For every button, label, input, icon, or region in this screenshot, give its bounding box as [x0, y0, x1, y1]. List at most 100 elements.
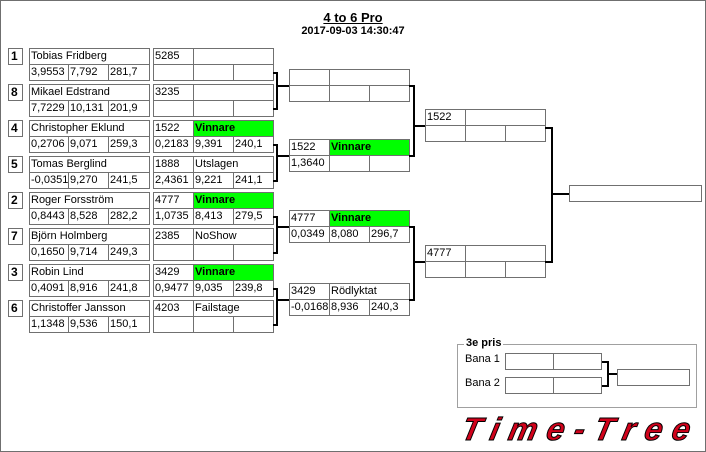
- heat-result-reaction: 2,4361: [153, 172, 194, 189]
- seed-number: 3: [8, 264, 23, 281]
- round2-reaction: [289, 85, 330, 102]
- heat-result-id[interactable]: 3429: [153, 264, 194, 281]
- round2-id[interactable]: 3429: [289, 283, 330, 300]
- heat-result-id[interactable]: 1522: [153, 120, 194, 137]
- round2-time: [329, 155, 370, 172]
- racer-reaction: 0,4091: [29, 280, 69, 297]
- round2-status[interactable]: [329, 69, 410, 86]
- round2-status[interactable]: Vinnare: [329, 139, 410, 156]
- racer-time: 8,916: [68, 280, 109, 297]
- heat-result-speed: [233, 64, 274, 81]
- heat-result-status[interactable]: NoShow: [193, 228, 274, 245]
- heat-result-status[interactable]: Vinnare: [193, 120, 274, 137]
- heat-result-id[interactable]: 3235: [153, 84, 194, 101]
- round2-reaction: -0,0168: [289, 299, 330, 316]
- round3-id[interactable]: 1522: [425, 109, 466, 126]
- round2-status[interactable]: Vinnare: [329, 210, 410, 227]
- heat-result-time: 8,413: [193, 208, 234, 225]
- bracket-line: [276, 72, 278, 110]
- racer-time: 7,792: [68, 64, 109, 81]
- heat-result-id[interactable]: 5285: [153, 48, 194, 65]
- heat-result-status[interactable]: [193, 84, 274, 101]
- heat-result-status[interactable]: Failstage: [193, 300, 274, 317]
- round3-id[interactable]: 4777: [425, 245, 466, 262]
- heat-result-status[interactable]: Vinnare: [193, 264, 274, 281]
- bracket-line: [545, 261, 553, 263]
- bracket-line: [276, 288, 278, 326]
- bracket-line: [607, 373, 617, 375]
- bracket-line: [276, 226, 289, 228]
- heat-result-reaction: [153, 100, 194, 117]
- heat-result-id[interactable]: 4203: [153, 300, 194, 317]
- bracket-line: [545, 127, 553, 129]
- round2-id[interactable]: 1522: [289, 139, 330, 156]
- heat-result-status[interactable]: Vinnare: [193, 192, 274, 209]
- bracket-line: [276, 144, 278, 182]
- heat-result-speed: 239,8: [233, 280, 274, 297]
- round2-speed: 240,3: [369, 299, 410, 316]
- round2-time: 8,080: [329, 226, 370, 243]
- bracket-line: [273, 288, 278, 290]
- bracket-line: [602, 385, 609, 387]
- bracket-line: [413, 85, 415, 157]
- racer-time: 10,131: [68, 100, 109, 117]
- lane-2-cell-a[interactable]: [505, 377, 554, 394]
- round2-id[interactable]: [289, 69, 330, 86]
- heat-result-id[interactable]: 4777: [153, 192, 194, 209]
- bracket-line: [273, 324, 278, 326]
- round3-time: [465, 261, 506, 278]
- round3-status[interactable]: [465, 245, 546, 262]
- page-title: 4 to 6 Pro: [323, 10, 383, 25]
- heat-result-reaction: [153, 316, 194, 333]
- racer-reaction: 0,1650: [29, 244, 69, 261]
- racer-name: Björn Holmberg: [29, 228, 150, 245]
- racer-time: 8,528: [68, 208, 109, 225]
- round3-status[interactable]: [465, 109, 546, 126]
- round2-status[interactable]: Rödlyktat: [329, 283, 410, 300]
- round2-id[interactable]: 4777: [289, 210, 330, 227]
- bracket-line: [413, 226, 415, 301]
- racer-speed: 259,3: [108, 136, 150, 153]
- final-result[interactable]: [569, 185, 702, 202]
- heat-result-time: [193, 100, 234, 117]
- timestamp: 2017-09-03 14:30:47: [301, 25, 405, 37]
- heat-result-time: [193, 316, 234, 333]
- third-place-result[interactable]: [617, 369, 690, 386]
- lane-1-label: Bana 1: [465, 353, 500, 365]
- round3-reaction: [425, 261, 466, 278]
- racer-time: 9,071: [68, 136, 109, 153]
- heat-result-speed: 241,1: [233, 172, 274, 189]
- bracket-line: [409, 226, 415, 228]
- seed-number: 1: [8, 48, 23, 65]
- heat-result-status[interactable]: [193, 48, 274, 65]
- round3-speed: [505, 261, 546, 278]
- seed-number: 7: [8, 228, 23, 245]
- lane-2-cell-b[interactable]: [553, 377, 602, 394]
- seed-number: 8: [8, 84, 23, 101]
- racer-name: Christoffer Jansson: [29, 300, 150, 317]
- seed-number: 2: [8, 192, 23, 209]
- racer-name: Roger Forsström: [29, 192, 150, 209]
- racer-speed: 241,8: [108, 280, 150, 297]
- heat-result-time: 9,221: [193, 172, 234, 189]
- bracket-line: [273, 252, 278, 254]
- lane-2-label: Bana 2: [465, 377, 500, 389]
- heat-result-id[interactable]: 2385: [153, 228, 194, 245]
- bracket-line: [273, 144, 278, 146]
- heat-result-reaction: [153, 244, 194, 261]
- racer-speed: 150,1: [108, 316, 150, 333]
- heat-result-id[interactable]: 1888: [153, 156, 194, 173]
- heat-result-time: 9,391: [193, 136, 234, 153]
- heat-result-reaction: 1,0735: [153, 208, 194, 225]
- time-tree-logo: Time-Tree: [458, 412, 695, 446]
- bracket-line: [273, 180, 278, 182]
- heat-result-reaction: 0,2183: [153, 136, 194, 153]
- heat-result-speed: 279,5: [233, 208, 274, 225]
- heat-result-time: [193, 244, 234, 261]
- lane-1-cell-a[interactable]: [505, 353, 554, 370]
- racer-reaction: 3,9553: [29, 64, 69, 81]
- third-place-group: [457, 344, 697, 408]
- lane-1-cell-b[interactable]: [553, 353, 602, 370]
- racer-time: 9,714: [68, 244, 109, 261]
- heat-result-status[interactable]: Utslagen: [193, 156, 274, 173]
